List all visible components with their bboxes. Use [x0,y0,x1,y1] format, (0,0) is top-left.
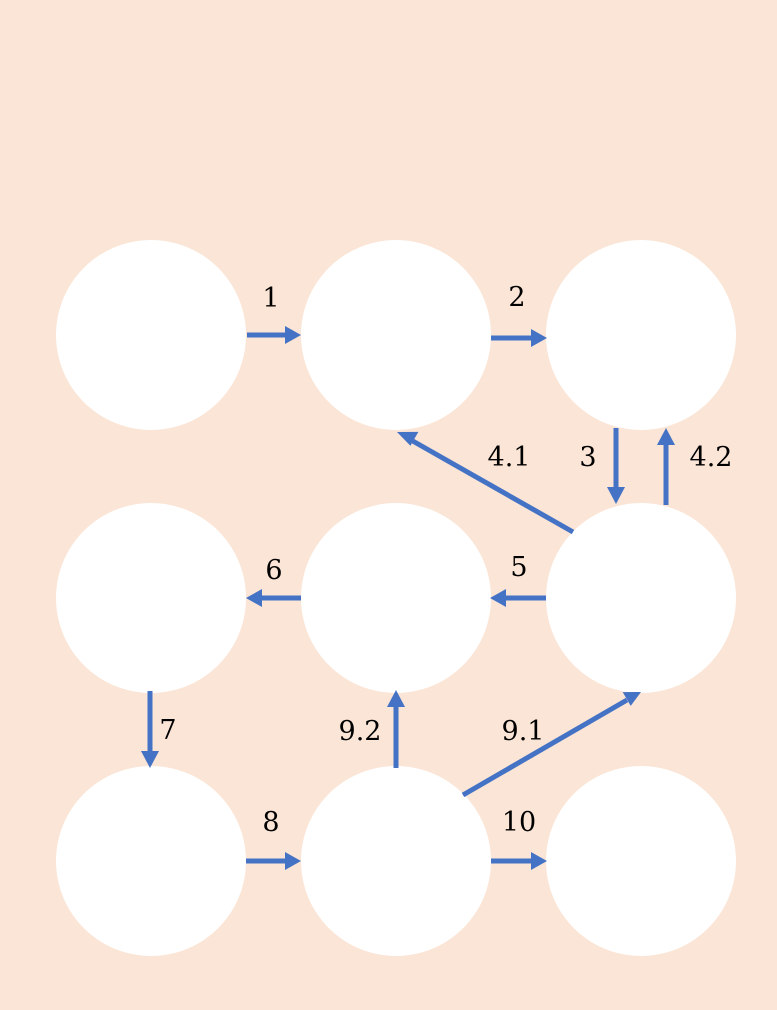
arrow-e41 [397,431,575,535]
arrow-e1 [247,326,301,344]
node-r3c2 [301,766,491,956]
edge-label-e2: 2 [508,282,525,313]
edge-label-e1: 1 [262,283,279,314]
node-r3c3 [546,766,736,956]
node-r1c2 [301,240,491,430]
arrow-e10 [491,852,547,870]
labels-layer: 1 2 3 4.1 4.2 5 6 7 8 9.1 9.2 10 [159,282,732,838]
arrows-layer [141,326,675,870]
arrow-e42 [657,428,675,505]
node-r2c1 [56,503,246,693]
edge-label-e3: 3 [579,442,596,473]
arrow-e7 [141,691,159,768]
edge-label-e91: 9.1 [502,716,545,747]
arrow-e2 [491,329,547,347]
arrow-e8 [246,852,301,870]
node-r3c1 [56,766,246,956]
edge-label-e42: 4.2 [690,442,733,473]
edge-label-e10: 10 [502,807,536,838]
edge-label-e8: 8 [262,807,279,838]
nodes-layer [56,240,736,956]
node-r2c2 [301,503,491,693]
edge-label-e41: 4.1 [488,442,531,473]
edge-label-e92: 9.2 [339,716,382,747]
arrow-e6 [246,589,301,607]
arrow-e3 [607,428,625,504]
arrow-e5 [490,589,546,607]
edge-label-e6: 6 [265,555,282,586]
edge-label-e5: 5 [510,552,527,583]
node-r1c3 [546,240,736,430]
node-r2c3 [546,503,736,693]
edge-label-e7: 7 [159,715,176,746]
arrow-e91 [461,692,641,798]
arrow-e92 [387,690,405,768]
node-r1c1 [56,240,246,430]
